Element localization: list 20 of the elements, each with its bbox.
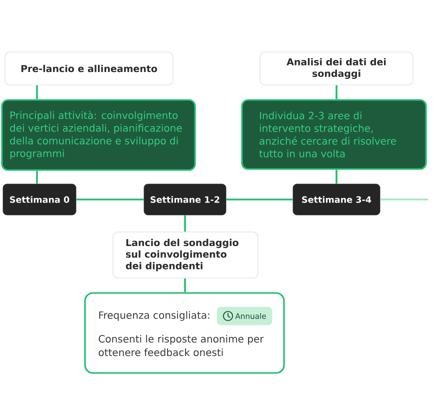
info-card — [84, 292, 285, 374]
activity-box: Individua 2-3 aree di intervento strategiche, anziché cercare di risolvere tutto in una volta — [241, 99, 427, 170]
connector-line — [336, 85, 338, 100]
connector-line — [184, 215, 186, 232]
connector-line — [36, 85, 38, 100]
connector-line — [336, 170, 338, 184]
connector-line — [226, 198, 293, 200]
connector-line — [184, 278, 186, 292]
field-label: Frequenza consigliata: — [99, 311, 210, 321]
week-box: Settimane 3-4 — [292, 184, 380, 216]
heading-box: Analisi dei dati dei sondaggi — [260, 52, 414, 86]
week-box: Settimane 1-2 — [144, 184, 226, 216]
connector-line — [380, 198, 428, 200]
activity-box: Principali attività: coinvolgimento dei vertici aziendali, pianificazione della comunicazione e sviluppo di programmi — [1, 99, 196, 171]
connector-line — [76, 198, 144, 200]
week-box: Settimana 0 — [2, 184, 76, 216]
heading-box: Pre-lancio e allineamento — [4, 52, 174, 86]
note-text: Consenti le risposte anonime per ottenere feedback onesti — [98, 334, 264, 356]
heading-box: Lancio del sondaggio sul coinvolgimento dei dipendenti — [112, 232, 258, 278]
connector-line — [36, 170, 38, 184]
